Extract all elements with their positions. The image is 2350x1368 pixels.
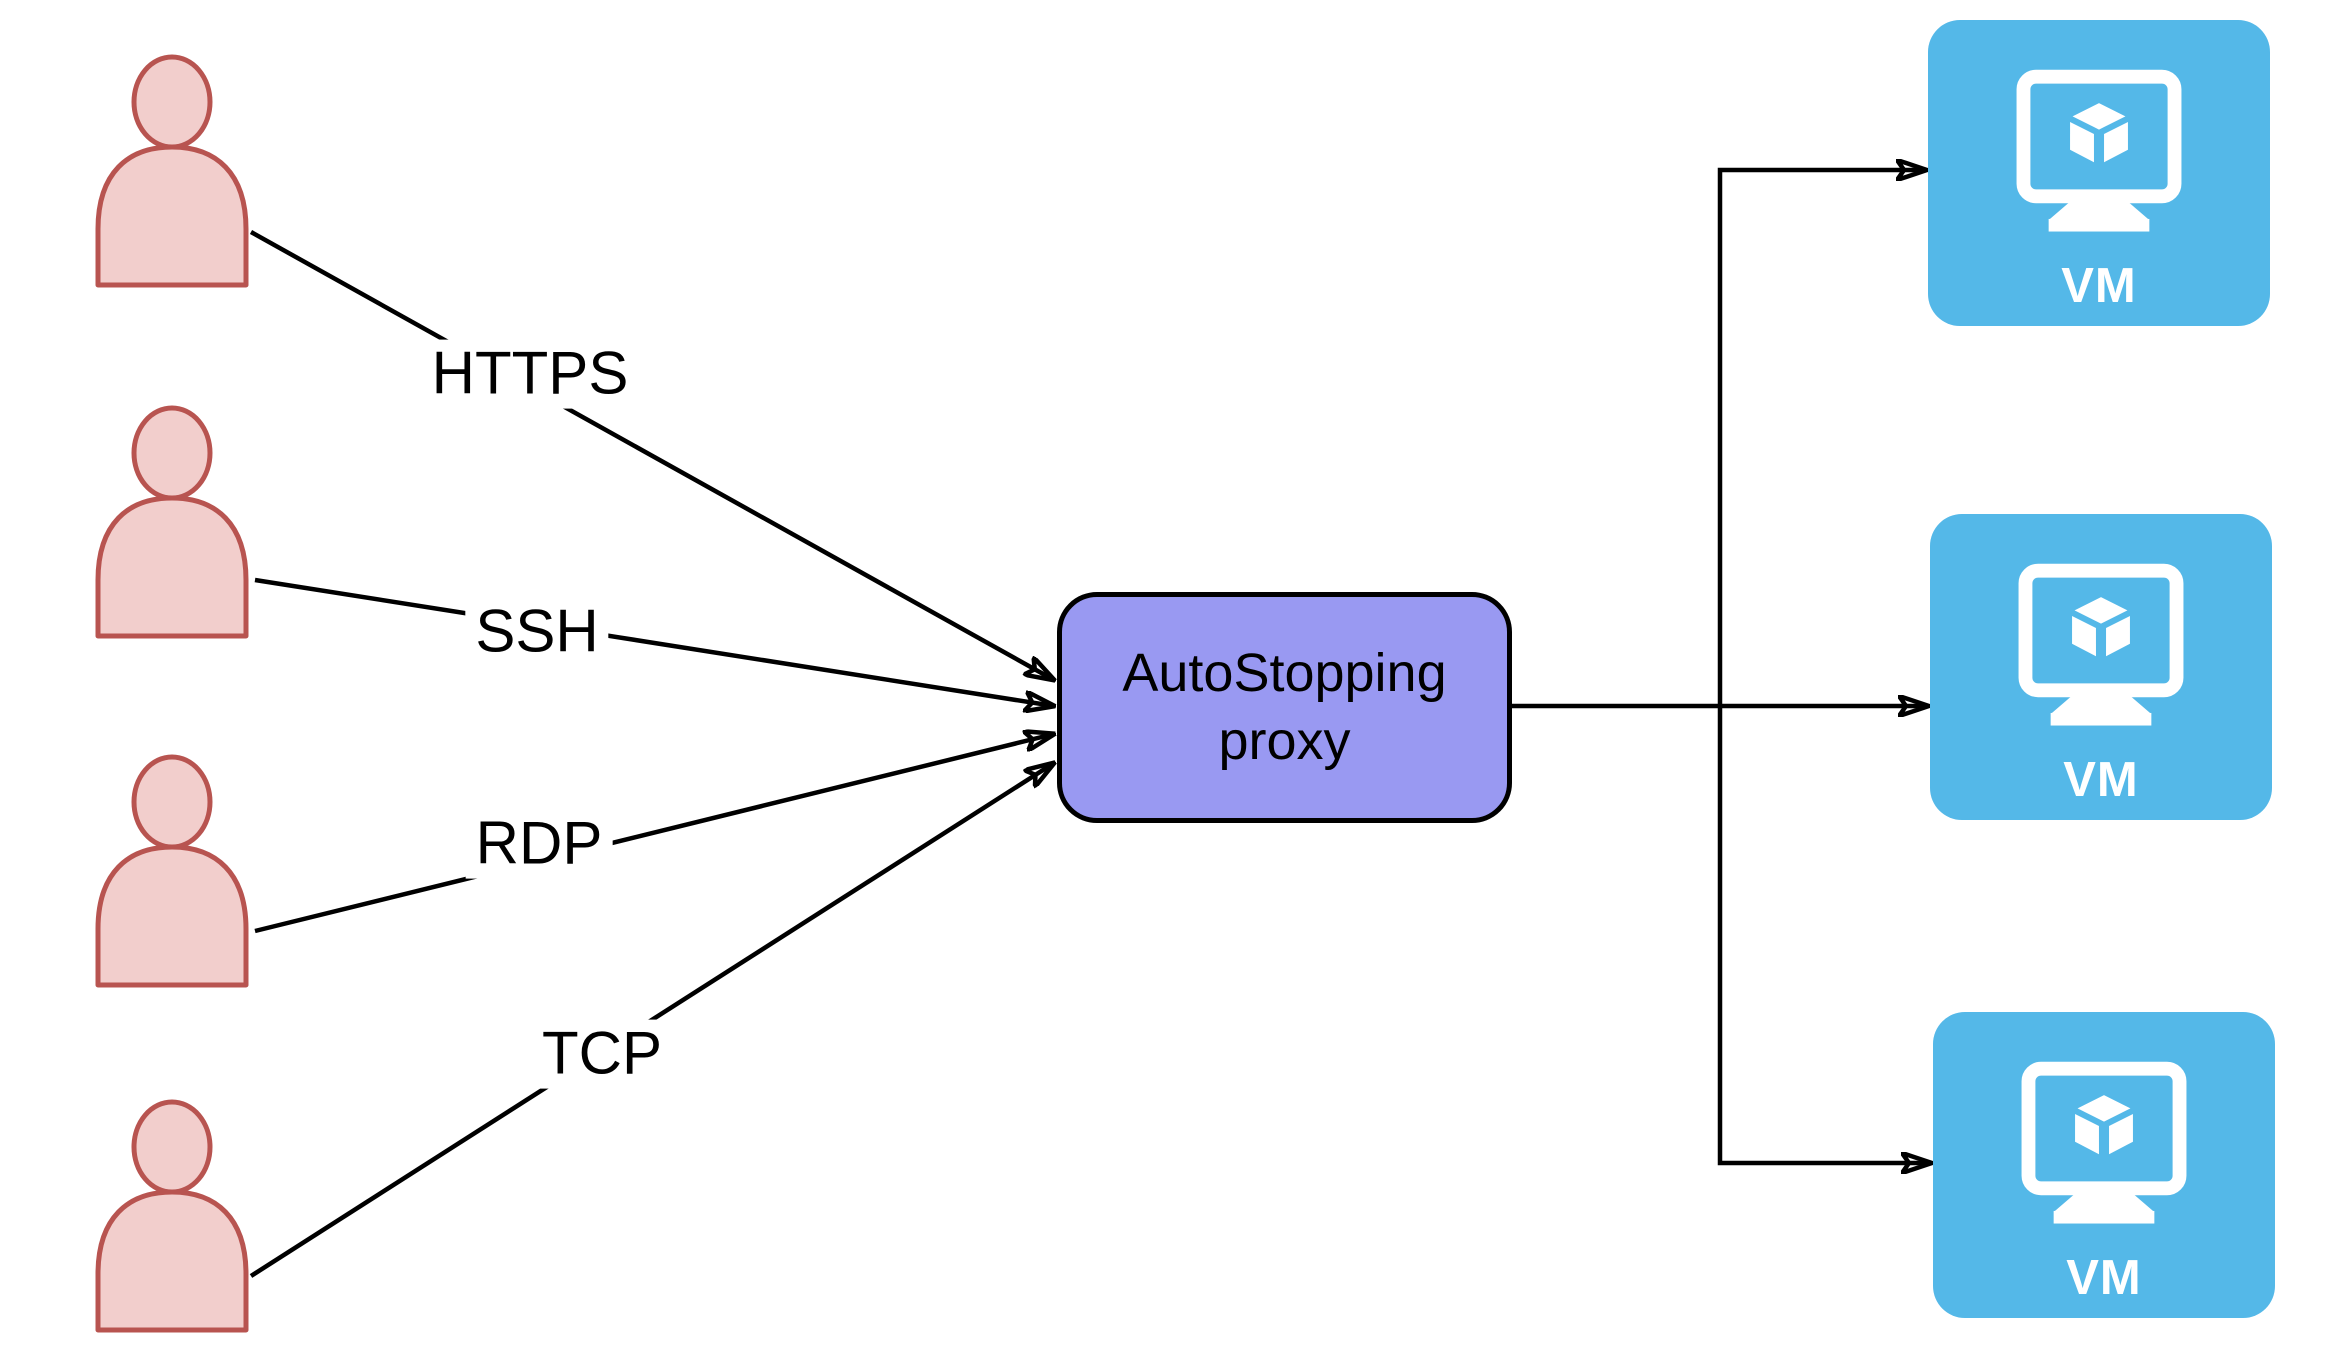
vm-node-bottom: VM — [1933, 1012, 2275, 1318]
edge-ssh-user-to-proxy — [254, 577, 1054, 706]
edge-label-https: HTTPS — [421, 339, 639, 409]
vm-monitor-icon — [2018, 563, 2184, 726]
user-icon-3 — [93, 754, 251, 988]
user-icon — [95, 54, 249, 288]
user-icon — [95, 405, 249, 639]
user-icon — [95, 754, 249, 988]
edge-proxy-to-vm-bottom — [1717, 706, 1931, 1163]
vm-node-middle: VM — [1930, 514, 2272, 820]
user-icon-4 — [93, 1099, 251, 1333]
edge-https-user-to-proxy — [249, 230, 1054, 680]
edge-proxy-to-vm-top — [1717, 170, 1926, 706]
edge-rdp-user-to-proxy — [254, 734, 1054, 934]
user-icon — [95, 1099, 249, 1333]
user-icon-1 — [93, 54, 251, 288]
vm-monitor-icon — [2021, 1061, 2187, 1224]
autostopping-proxy-label: AutoStopping proxy — [1122, 643, 1447, 771]
vm-label: VM — [2063, 753, 2139, 807]
vm-label: VM — [2066, 1251, 2142, 1305]
autostopping-proxy-node: AutoStopping proxy — [1057, 592, 1512, 823]
user-icon-2 — [93, 405, 251, 639]
vm-label: VM — [2061, 259, 2137, 313]
edge-label-tcp: TCP — [532, 1019, 672, 1089]
edge-label-rdp: RDP — [465, 809, 613, 879]
vm-monitor-icon — [2016, 69, 2182, 232]
edge-tcp-user-to-proxy — [249, 763, 1054, 1278]
vm-node-top: VM — [1928, 20, 2270, 326]
edge-label-ssh: SSH — [465, 597, 609, 667]
